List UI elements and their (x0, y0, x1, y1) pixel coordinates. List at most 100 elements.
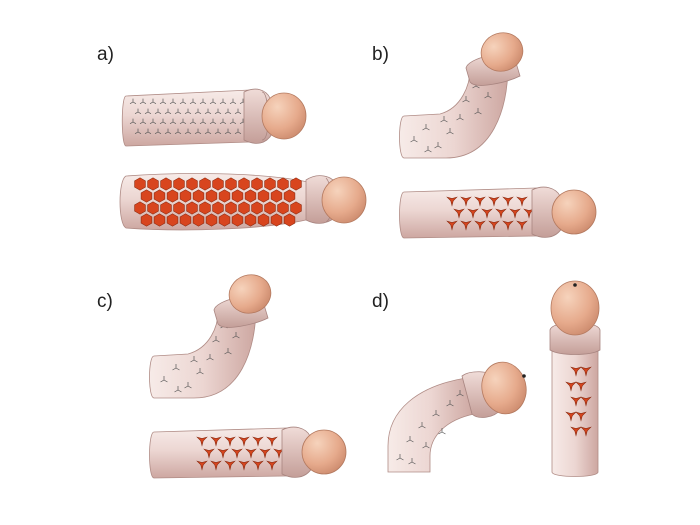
cell-mark (231, 213, 244, 227)
cell-mark (290, 201, 302, 215)
cell-mark (210, 460, 222, 471)
cell-mark (474, 196, 486, 207)
cell-mark (196, 436, 208, 447)
pattern-mark (134, 128, 142, 135)
pattern-mark (212, 336, 220, 343)
panel-d-vertical-implant (549, 280, 601, 477)
pattern-mark (164, 128, 172, 135)
pattern-mark (194, 108, 202, 115)
cell-mark (523, 208, 535, 219)
cell-mark (153, 189, 166, 203)
cell-mark (173, 201, 185, 215)
pattern-mark (229, 98, 237, 105)
pattern-mark (184, 128, 192, 135)
pattern-mark (440, 116, 448, 123)
pattern-mark (234, 108, 242, 115)
cell-mark (160, 201, 172, 215)
panel-a-flaccid-implant (121, 88, 307, 147)
pattern-mark (456, 114, 464, 121)
cell-mark (210, 436, 222, 447)
cell-mark (212, 201, 224, 215)
cell-mark (153, 213, 166, 227)
cell-mark (580, 366, 592, 377)
cell-mark (481, 208, 493, 219)
cell-mark (192, 213, 205, 227)
cell-mark (140, 189, 153, 203)
pattern-mark (446, 128, 454, 135)
cell-mark (277, 177, 289, 191)
cell-mark (224, 436, 236, 447)
cell-mark (134, 177, 146, 191)
cell-mark (218, 213, 231, 227)
cell-mark (251, 201, 263, 215)
pattern-mark (184, 108, 192, 115)
pattern-mark (224, 108, 232, 115)
pattern-mark (204, 108, 212, 115)
pattern-mark (456, 390, 464, 397)
cell-mark (166, 189, 179, 203)
cell-mark (488, 220, 500, 231)
panel-label-a: a) (97, 44, 114, 65)
cell-mark (224, 460, 236, 471)
cell-mark (277, 201, 289, 215)
pattern-mark (396, 454, 404, 461)
cell-mark (134, 201, 146, 215)
cell-mark (217, 448, 229, 459)
cell-mark (205, 213, 218, 227)
cell-mark (266, 436, 278, 447)
pattern-mark (438, 428, 446, 435)
panel-d-curved-implant (387, 361, 527, 473)
cell-mark (453, 208, 465, 219)
pattern-mark (418, 422, 426, 429)
cell-mark (257, 189, 270, 203)
pattern-mark (154, 108, 162, 115)
cell-mark (570, 396, 582, 407)
pattern-mark (144, 128, 152, 135)
pattern-mark (134, 108, 142, 115)
cell-mark (570, 366, 582, 377)
pattern-mark (160, 376, 168, 383)
cell-mark (270, 213, 283, 227)
cell-mark (565, 411, 577, 422)
cell-mark (264, 177, 276, 191)
pattern-mark (446, 400, 454, 407)
cell-mark (225, 177, 237, 191)
pattern-mark (129, 98, 137, 105)
cell-mark (205, 189, 218, 203)
pattern-mark (189, 98, 197, 105)
cell-mark (251, 177, 263, 191)
panel-label-c: c) (97, 291, 113, 312)
pattern-mark (229, 118, 237, 125)
panel-c-straight-implant (149, 426, 347, 479)
cell-mark (245, 448, 257, 459)
pattern-mark (174, 386, 182, 393)
cell-mark (502, 196, 514, 207)
panel-a-erect-implant (119, 173, 367, 231)
cell-mark (212, 177, 224, 191)
panel-b-straight-implant (399, 186, 597, 239)
cell-mark (166, 213, 179, 227)
cell-mark (266, 460, 278, 471)
cell-mark (231, 189, 244, 203)
pattern-mark (179, 118, 187, 125)
cell-mark (196, 460, 208, 471)
panel-b-bent-implant (399, 32, 524, 159)
pattern-mark (224, 128, 232, 135)
cell-mark (460, 196, 472, 207)
pattern-mark (199, 118, 207, 125)
cell-mark (516, 196, 528, 207)
cell-mark (238, 460, 250, 471)
cell-mark (270, 189, 283, 203)
cell-mark (179, 189, 192, 203)
cell-mark (147, 201, 159, 215)
pattern-mark (149, 118, 157, 125)
pattern-mark (234, 128, 242, 135)
cell-mark (446, 196, 458, 207)
pattern-mark (174, 128, 182, 135)
pattern-mark (424, 146, 432, 153)
pattern-mark (169, 118, 177, 125)
pattern-mark (154, 128, 162, 135)
pattern-mark (410, 136, 418, 143)
cell-mark (495, 208, 507, 219)
